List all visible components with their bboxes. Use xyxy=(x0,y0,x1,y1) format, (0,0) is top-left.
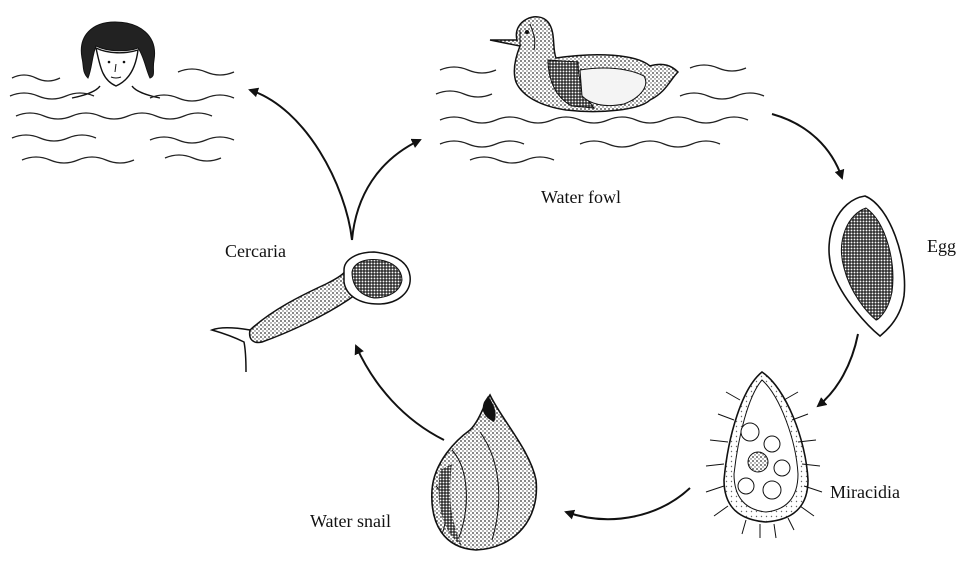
water-snail-illustration xyxy=(432,395,537,550)
arrow-snail-to-cercaria xyxy=(356,346,444,440)
cercaria-label: Cercaria xyxy=(225,242,286,260)
water-snail-label: Water snail xyxy=(310,512,391,530)
arrow-miracidia-to-snail xyxy=(566,488,690,519)
cercaria-illustration xyxy=(212,252,410,372)
egg-illustration xyxy=(829,196,905,336)
arrow-cercaria-to-fowl xyxy=(352,140,420,240)
miracidia-label: Miracidia xyxy=(830,483,900,501)
water-fowl-illustration xyxy=(490,17,678,112)
arrow-cercaria-to-human xyxy=(250,90,352,240)
arrow-egg-to-miracidia xyxy=(818,334,858,406)
arrow-fowl-to-egg xyxy=(772,114,842,178)
water-fowl-label: Water fowl xyxy=(541,188,621,206)
egg-label: Egg xyxy=(927,237,956,255)
miracidia-illustration xyxy=(706,372,822,538)
human-swimmer-illustration xyxy=(72,22,160,98)
